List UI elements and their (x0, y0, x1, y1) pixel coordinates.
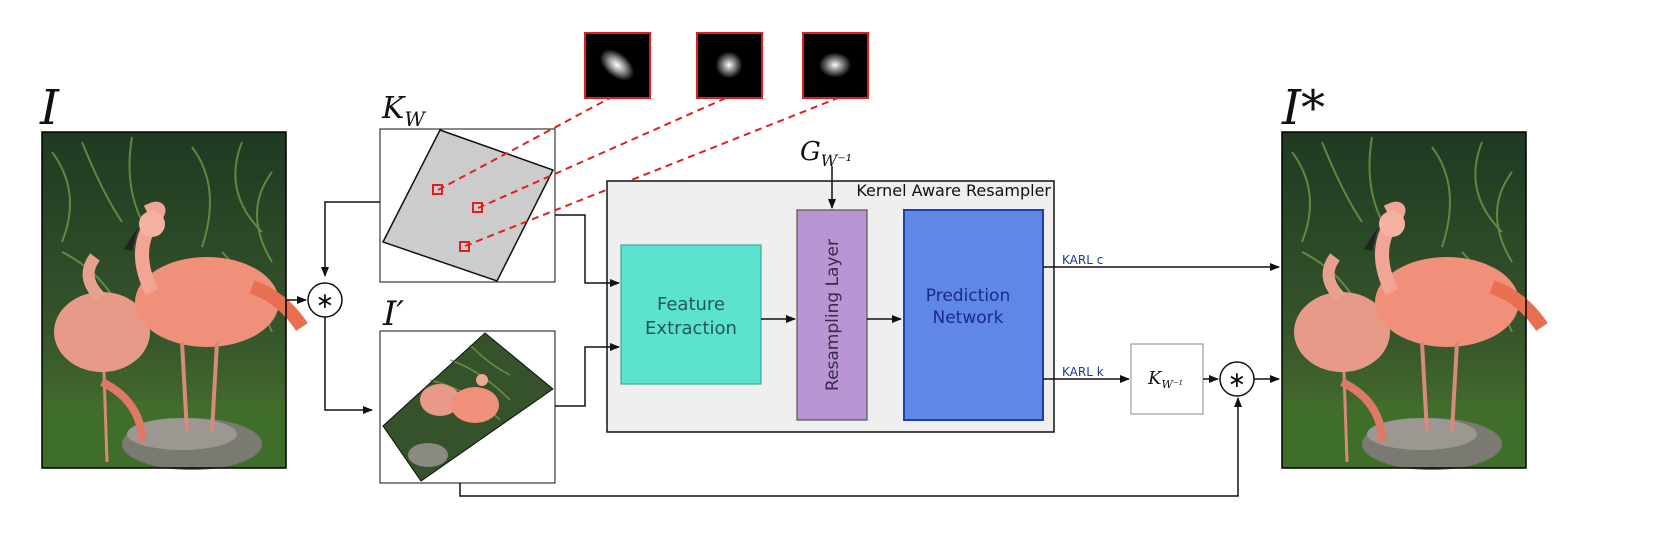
blur-kernel-2 (696, 32, 763, 99)
inverse-kernel-label: KW⁻¹ (1147, 368, 1183, 391)
kernel-leader-2 (477, 97, 727, 209)
inverse-kernel-box (1130, 343, 1204, 415)
kernel-leader-1 (437, 97, 611, 191)
final-convolution-symbol: ∗ (1228, 368, 1246, 393)
kernel-sample-1 (432, 184, 443, 195)
resampling-layer-label: Resampling Layer (823, 239, 843, 391)
karl-k-label: KARL k (1062, 365, 1104, 379)
warped-image-label: I′ (382, 294, 404, 334)
kernel-map-parallelogram (381, 129, 555, 282)
resampler-title: Kernel Aware Resampler (856, 181, 1051, 200)
blur-kernel-1 (584, 32, 651, 99)
kernel-leader-3 (464, 97, 839, 247)
feature-extraction-block (620, 244, 762, 385)
kernel-to-feature-arrow (555, 214, 620, 287)
prediction-network-label-1: Prediction (926, 286, 1010, 306)
resampling-layer-block (796, 209, 868, 421)
karl-c-label: KARL c (1062, 253, 1103, 267)
warped-skip-connection-arrow (459, 397, 1242, 497)
warped-to-feature-arrow (555, 343, 620, 407)
input-photo (42, 132, 302, 470)
output-image-label: I* (1281, 80, 1325, 136)
feature-extraction-label-2: Extraction (645, 318, 737, 339)
warped-photo (382, 332, 554, 482)
kernel-sample-2 (472, 202, 483, 213)
prediction-network-block (903, 209, 1044, 421)
kernel-to-conv-arrow (321, 201, 380, 277)
conv-to-warped-arrow (324, 317, 373, 414)
grid-label: GW⁻¹ (800, 137, 852, 170)
output-photo (1282, 132, 1542, 470)
kernel-sample-3 (459, 241, 470, 252)
input-image-label: I (39, 80, 60, 136)
feature-extraction-label-1: Feature (657, 294, 725, 315)
kernel-map-label: KW (381, 91, 426, 131)
blur-kernel-3 (802, 32, 869, 99)
convolution-symbol: ∗ (316, 289, 334, 314)
prediction-network-label-2: Network (933, 308, 1004, 328)
